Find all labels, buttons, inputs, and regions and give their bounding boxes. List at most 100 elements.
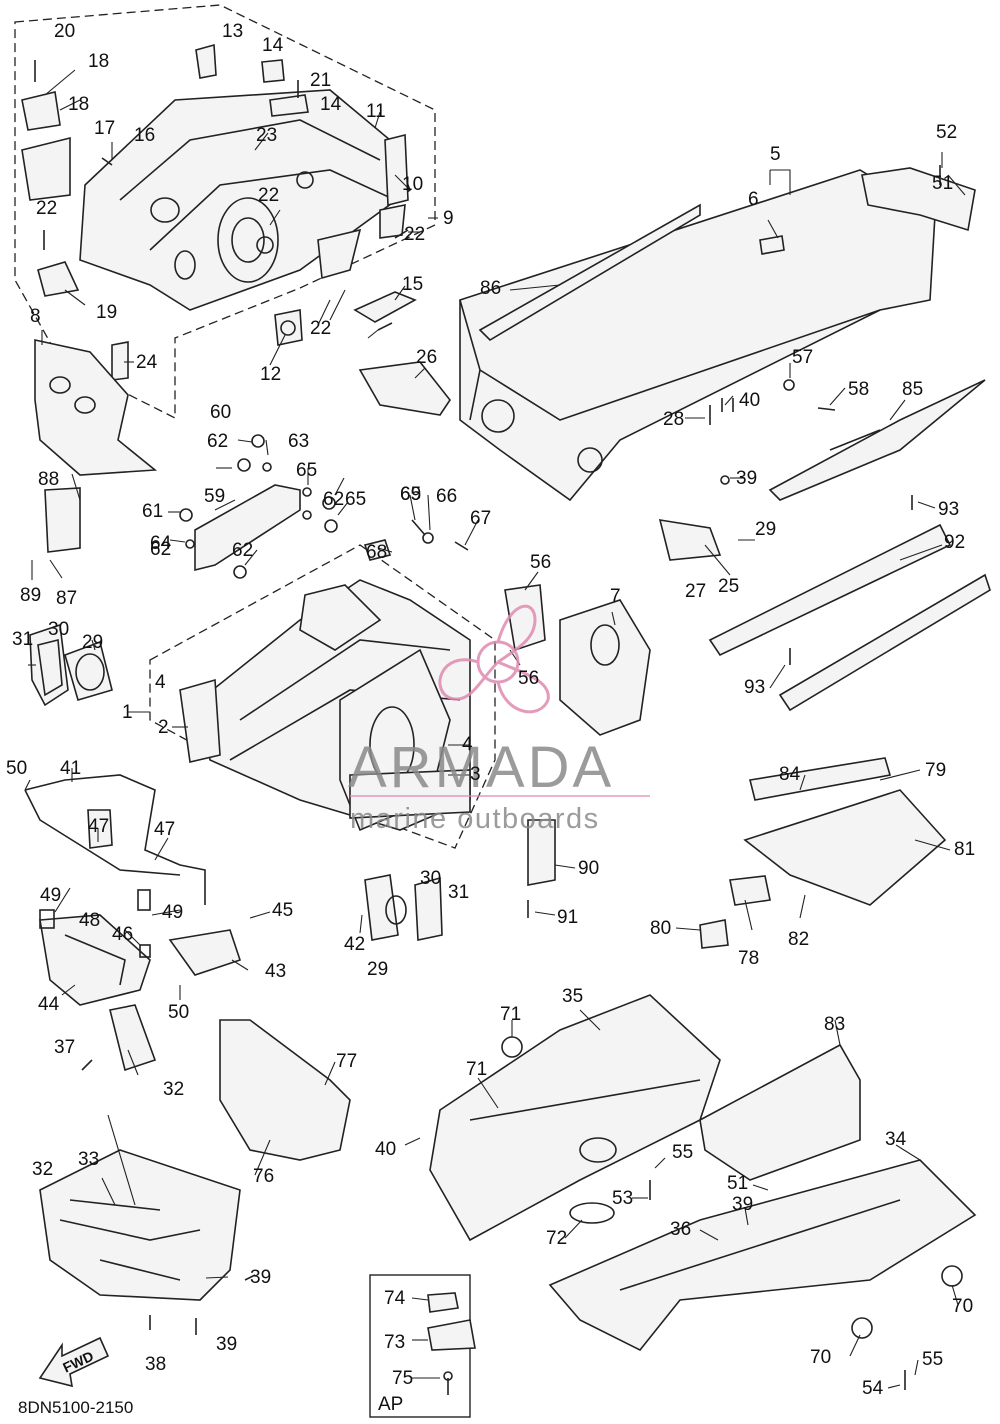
callout-label: 26	[416, 347, 437, 368]
callout-label: 76	[253, 1166, 274, 1187]
callout-label: 17	[94, 118, 115, 139]
callout-label: 77	[336, 1051, 357, 1072]
callout-label: 48	[79, 910, 100, 931]
callout-label: 56	[530, 552, 551, 573]
callout-label: 82	[788, 929, 809, 950]
callout-label: 72	[546, 1228, 567, 1249]
callout-label: 93	[744, 677, 765, 698]
callout-label: 47	[88, 816, 109, 837]
callout-label: 56	[518, 668, 539, 689]
ap-label: AP	[378, 1394, 403, 1415]
callout-label: 29	[82, 632, 103, 653]
front-handle-group	[24, 774, 242, 1072]
gasket-left	[29, 623, 443, 941]
ap-inset	[369, 1274, 476, 1418]
callout-label: 58	[848, 379, 869, 400]
callout-label: 83	[824, 1014, 845, 1035]
callout-label: 45	[272, 900, 293, 921]
callout-label: 61	[142, 501, 163, 522]
callout-label: 69	[400, 484, 421, 505]
callout-label: 30	[48, 619, 69, 640]
callout-label: 28	[663, 409, 684, 430]
watermark-brand: ARMADA	[348, 735, 614, 800]
callout-label: 34	[885, 1129, 907, 1150]
callout-label: 16	[134, 125, 155, 146]
callout-label: 87	[56, 588, 77, 609]
front-frame-group	[14, 4, 436, 420]
callout-label: 3	[470, 764, 481, 785]
callout-label: 12	[260, 364, 281, 385]
front-cover-group	[39, 1019, 351, 1301]
callout-label: 64	[150, 533, 172, 554]
callout-label: 18	[68, 94, 89, 115]
leader-lines	[24, 69, 966, 1389]
watermark-logo-icon	[438, 604, 550, 714]
callout-label: 74	[384, 1288, 406, 1309]
callout-label: 18	[88, 51, 109, 72]
callout-label: 27	[685, 581, 706, 602]
callout-label: 67	[470, 508, 491, 529]
callout-label: 70	[952, 1296, 973, 1317]
callout-label: 39	[250, 1267, 271, 1288]
callout-label: 40	[739, 390, 760, 411]
callout-label: 86	[480, 278, 501, 299]
callout-label: 25	[718, 576, 739, 597]
callout-label: 79	[925, 760, 946, 781]
callout-label: 62	[207, 431, 228, 452]
callout-label: 36	[670, 1219, 691, 1240]
fwd-label: FWD	[60, 1348, 96, 1376]
callout-label: 13	[222, 21, 243, 42]
callout-label: 57	[792, 347, 813, 368]
callout-label: 40	[375, 1139, 396, 1160]
callout-label: 59	[204, 486, 225, 507]
tunnel-assembly	[358, 167, 991, 712]
callout-label: 32	[163, 1079, 184, 1100]
fastener-marks	[34, 60, 941, 1390]
callout-label: 75	[392, 1368, 413, 1389]
callout-label: 51	[932, 173, 953, 194]
callout-label: 51	[727, 1173, 748, 1194]
callout-label: 49	[40, 885, 61, 906]
part-code: 8DN5100-2150	[18, 1398, 133, 1417]
callout-label: 10	[402, 174, 423, 195]
callout-label: 4	[155, 672, 166, 693]
callout-label: 24	[136, 352, 158, 373]
callout-label: 7	[610, 586, 621, 607]
callout-label: 65	[400, 484, 421, 505]
callout-label: 68	[366, 542, 387, 563]
watermark-tagline: marine outboards	[350, 803, 600, 835]
callout-label: 52	[936, 122, 957, 143]
callout-label: 19	[96, 302, 117, 323]
center-frame-group	[149, 484, 651, 886]
callout-label: 93	[938, 499, 959, 520]
callout-label: 78	[738, 948, 759, 969]
callout-label: 62	[150, 539, 171, 560]
callout-label: 31	[12, 629, 33, 650]
callout-label: 44	[38, 994, 60, 1015]
callout-label: 1	[122, 702, 133, 723]
callout-label: 4	[462, 734, 473, 755]
callout-label: 63	[288, 431, 309, 452]
callout-label: 70	[810, 1347, 831, 1368]
callout-label: 38	[145, 1354, 166, 1375]
callout-label: 65	[345, 489, 366, 510]
callout-label: 35	[562, 986, 583, 1007]
callout-label: 21	[310, 70, 331, 91]
bracket-part-8	[34, 339, 158, 553]
callout-label: 55	[672, 1142, 693, 1163]
callout-label: 22	[258, 185, 279, 206]
callout-label: 14	[320, 94, 342, 115]
callout-label: 42	[344, 934, 365, 955]
fwd-arrow: FWD	[38, 1336, 110, 1388]
callout-label: 39	[216, 1334, 237, 1355]
callout-label: 53	[612, 1188, 633, 1209]
callout-label: 14	[262, 35, 284, 56]
callout-label: 37	[54, 1037, 75, 1058]
callout-label: 50	[6, 758, 27, 779]
callout-label: 22	[310, 318, 331, 339]
callout-label: 54	[862, 1378, 884, 1399]
callout-label: 11	[366, 101, 386, 122]
callout-label: 39	[732, 1194, 753, 1215]
callout-label: 85	[902, 379, 923, 400]
